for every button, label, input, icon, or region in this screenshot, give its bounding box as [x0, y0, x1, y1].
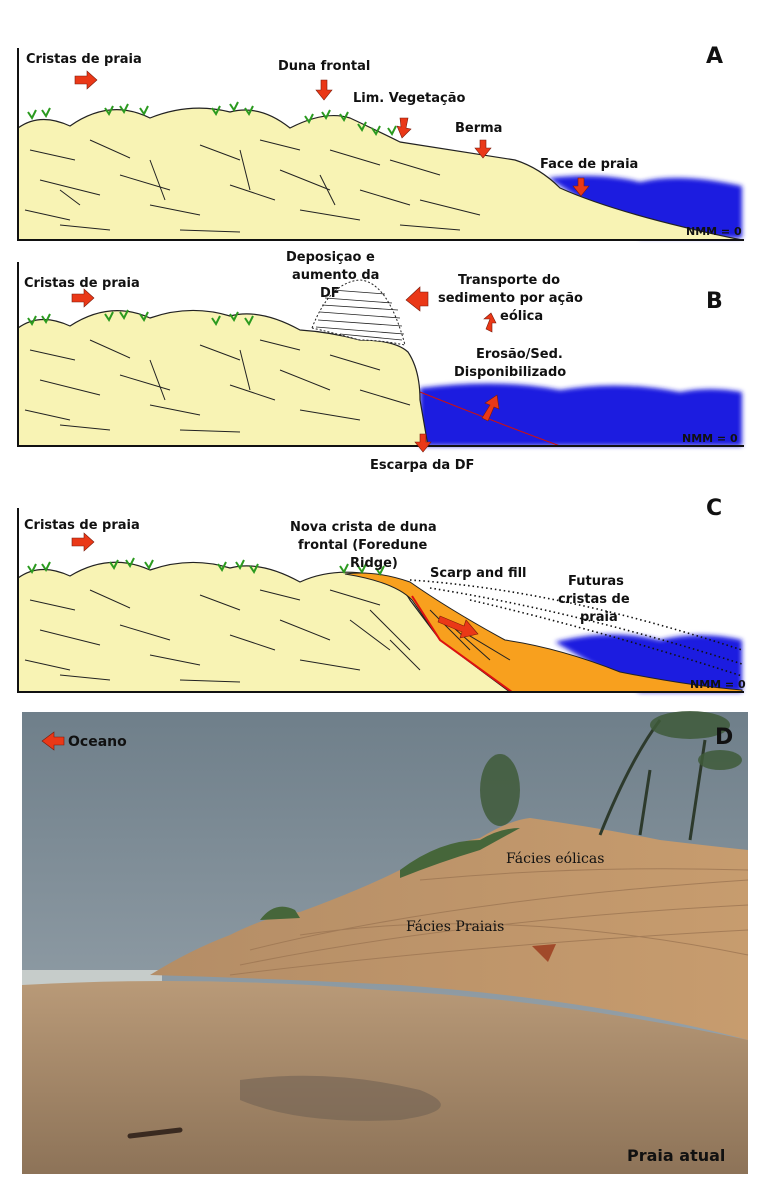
label-new-ridge-2: frontal (Foredune: [298, 538, 427, 553]
label-beach-ridges-c: Cristas de praia: [24, 518, 140, 533]
panel-b: Cristas de praia Deposiçao e aumento da …: [17, 250, 744, 473]
red-arrows: [74, 70, 590, 197]
label-scarp: Escarpa da DF: [370, 458, 474, 473]
red-arrows: [71, 532, 479, 639]
tree-foliage: [480, 711, 742, 826]
fill-deposit: [344, 572, 743, 693]
label-future-2: cristas de: [558, 592, 630, 607]
label-transport-2: sedimento por ação: [438, 291, 583, 306]
panel-letter-a: A: [706, 44, 723, 69]
vegetation: [260, 828, 520, 920]
label-berm: Berma: [455, 121, 502, 136]
sediment-line: [419, 391, 561, 447]
label-deposition-3: DF: [320, 286, 340, 301]
label-erosion-1: Erosão/Sed.: [476, 347, 563, 362]
red-arrows: [71, 286, 500, 453]
wet-patch: [240, 1075, 441, 1121]
grass-icons: [27, 557, 385, 576]
rust-object: [532, 944, 556, 962]
label-deposition-1: Deposiçao e: [286, 250, 375, 265]
label-sea-level-c: NMM = 0: [690, 678, 746, 691]
driftwood: [127, 1127, 183, 1139]
label-transport-3: eólica: [500, 309, 543, 324]
axis: [17, 262, 744, 447]
label-aeolian-facies: Fácies eólicas: [506, 851, 604, 867]
panel-a: Cristas de praia Duna frontal Lim. Veget…: [17, 44, 744, 241]
cliff-layers: [229, 868, 749, 976]
label-sea-level-b: NMM = 0: [682, 432, 738, 445]
sea-water: [548, 175, 742, 238]
sea-water: [555, 634, 742, 692]
sea-water: [420, 383, 742, 446]
label-deposition-2: aumento da: [292, 268, 379, 283]
label-beach-ridges-a: Cristas de praia: [26, 52, 142, 67]
deposit-lines: [315, 289, 405, 341]
label-scarp-fill: Scarp and fill: [430, 566, 527, 581]
label-vegetation-limit: Lim. Vegetação: [353, 91, 466, 106]
label-sea-level-a: NMM = 0: [686, 225, 742, 238]
axis: [17, 508, 744, 693]
label-future-1: Futuras: [568, 574, 624, 589]
label-beach-ridges-b: Cristas de praia: [24, 276, 140, 291]
sand-profile: [17, 309, 429, 447]
label-new-ridge-3: Ridge): [350, 556, 398, 571]
grass-icons: [27, 309, 254, 326]
label-beach-face: Face de praia: [540, 157, 638, 172]
bedding-lines: [24, 589, 511, 683]
label-ocean: Oceano: [68, 734, 127, 750]
ocean-arrow-icon: [41, 731, 65, 751]
panel-letter-d: D: [715, 725, 733, 750]
label-transport-1: Transporte do: [458, 273, 560, 288]
sand-profile: [17, 107, 743, 241]
panel-d-photo: Oceano Fácies eólicas Fácies Praiais Pra…: [22, 711, 749, 1174]
grass-icons: [27, 101, 397, 136]
label-current-beach: Praia atual: [627, 1146, 725, 1165]
scarp-line: [411, 595, 513, 693]
label-erosion-2: Disponibilizado: [454, 365, 566, 380]
cliff: [150, 818, 748, 1040]
label-new-ridge-1: Nova crista de duna: [290, 520, 437, 535]
beach-sand: [22, 981, 748, 1174]
label-future-3: praia: [580, 610, 618, 625]
label-foredune-a: Duna frontal: [278, 59, 370, 74]
panel-letter-b: B: [706, 289, 723, 314]
bedding-lines: [24, 339, 411, 433]
panel-c: Cristas de praia Nova crista de duna fro…: [17, 496, 746, 693]
label-beach-facies: Fácies Praiais: [406, 919, 504, 935]
bedding-lines: [24, 139, 481, 233]
panel-letter-c: C: [706, 496, 722, 521]
axis: [17, 48, 744, 241]
